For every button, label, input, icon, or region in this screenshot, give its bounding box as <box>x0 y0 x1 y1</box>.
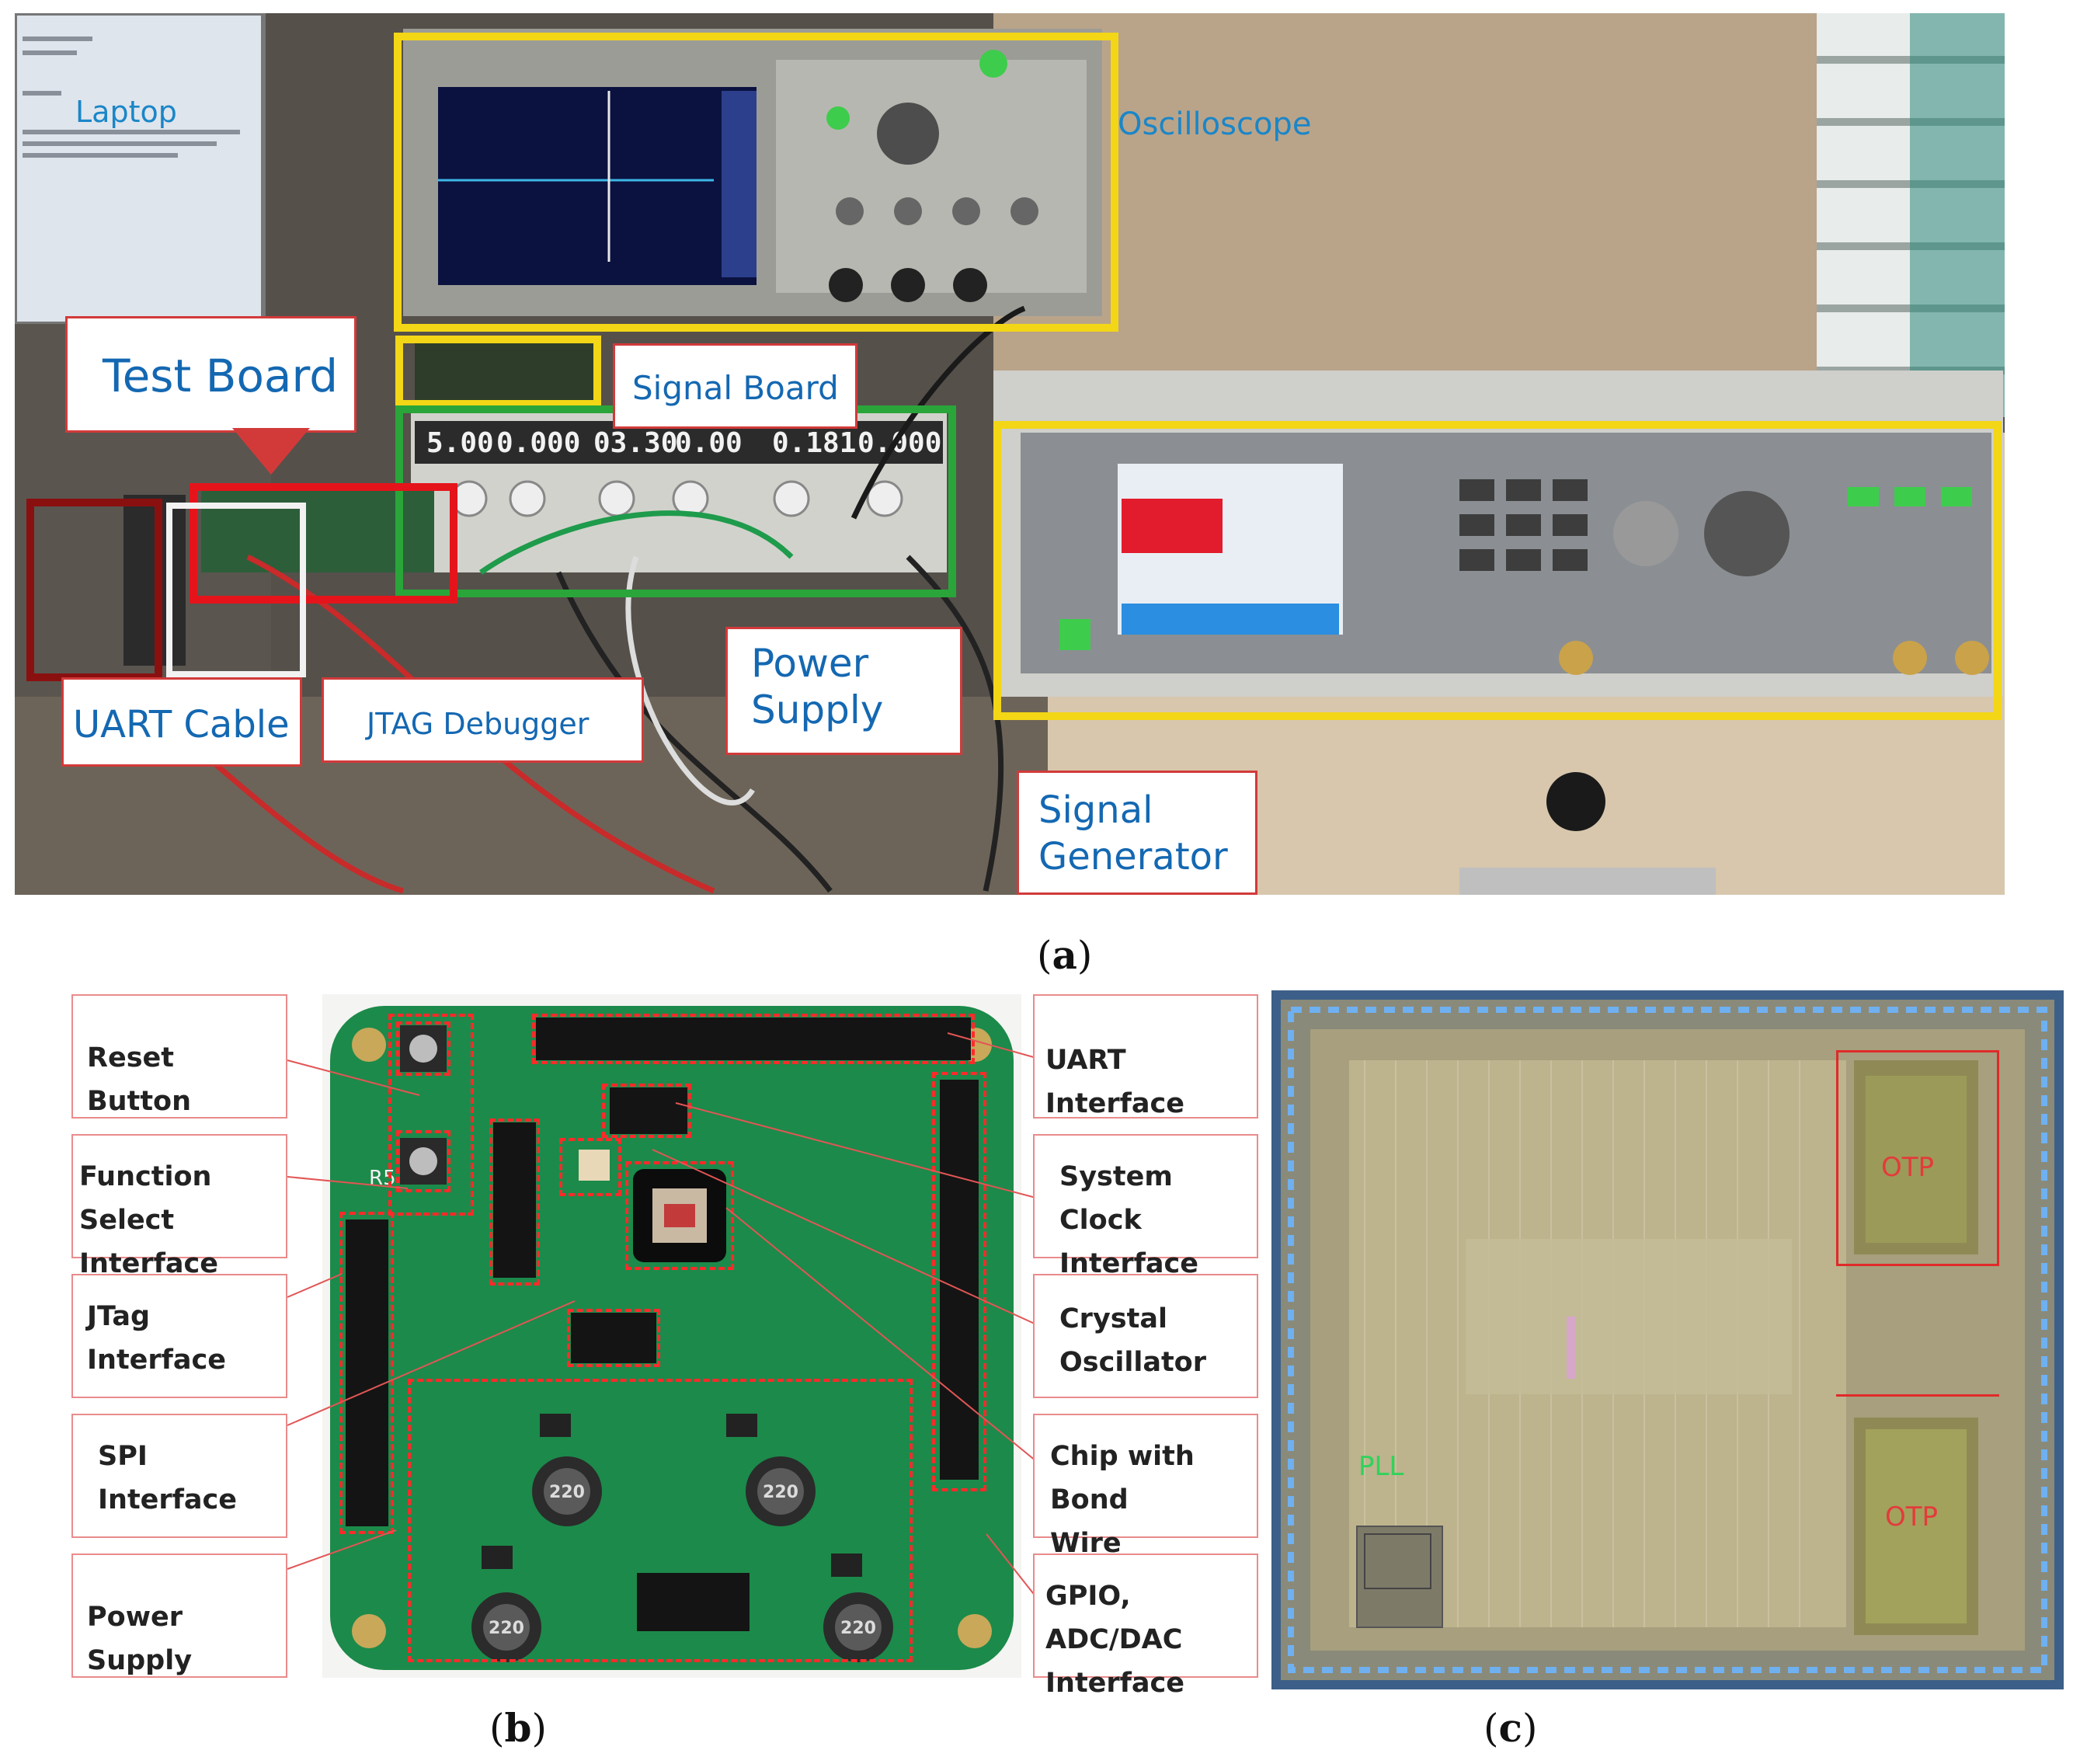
pcb-board: 220 220 220 220 R5 <box>322 994 1021 1678</box>
oscilloscope-highlight <box>394 33 1118 332</box>
label-jtag-line2: Interface <box>87 1345 226 1376</box>
caption-b-letter: b <box>504 1705 532 1751</box>
otp-top-label: OTP <box>1881 1152 1935 1183</box>
label-jtag-line1: JTag <box>87 1301 151 1332</box>
signal-generator-label-line1: Signal <box>1038 788 1153 832</box>
signal-board-highlight <box>395 336 601 408</box>
signal-board-callout: Signal Board <box>613 343 857 429</box>
label-spi-line2: Interface <box>98 1484 237 1515</box>
signal-generator-callout: Signal Generator <box>1017 771 1257 895</box>
label-spi-line1: SPI <box>98 1441 148 1472</box>
label-function-select: Function Select Interface <box>71 1134 287 1279</box>
caption-c: (c) <box>1483 1705 1538 1751</box>
lab-setup-photo: 5.00 0.000 03.30 0.00 0.181 0.000 <box>15 13 2005 895</box>
signal-generator-label-line2: Generator <box>1038 835 1228 879</box>
jtag-debugger-callout: JTAG Debugger <box>322 677 644 763</box>
ps-reading-4: 0.00 <box>675 427 743 459</box>
label-crystal-oscillator-line2: Oscillator <box>1059 1347 1206 1378</box>
uart-cable-label: UART Cable <box>73 703 290 746</box>
caption-c-letter: c <box>1498 1705 1522 1751</box>
label-gpio-adc-dac-line2: Interface <box>1045 1668 1184 1699</box>
power-supply-highlight <box>395 405 956 597</box>
label-spi: SPI Interface <box>71 1414 287 1538</box>
jtag-debugger-label: JTAG Debugger <box>367 707 590 741</box>
label-system-clock-line1: System Clock <box>1059 1161 1173 1236</box>
label-power-supply-line1: Power Supply <box>87 1602 193 1676</box>
uart-cable-callout: UART Cable <box>61 677 302 767</box>
pll-label: PLL <box>1358 1451 1404 1482</box>
label-crystal-oscillator: Crystal Oscillator <box>1033 1274 1258 1398</box>
otp-bottom-label: OTP <box>1885 1501 1939 1533</box>
test-board-pointer <box>232 428 310 475</box>
uart-region <box>532 1014 975 1064</box>
pcb-photo: 220 220 220 220 R5 <box>322 994 1021 1678</box>
chip-die-photo: OTP OTP PLL <box>1271 990 2064 1689</box>
chip-die <box>1271 990 2064 1689</box>
label-gpio-adc-dac: GPIO, ADC/DAC Interface <box>1033 1554 1258 1699</box>
inductor-marking-1: 220 <box>549 1483 585 1502</box>
label-uart-interface-line1: UART Interface <box>1045 1045 1184 1119</box>
label-uart-interface: UART Interface <box>1033 994 1258 1119</box>
label-chip-bond-wire: Chip with Bond Wire <box>1033 1414 1258 1559</box>
caption-a-letter: a <box>1052 932 1077 978</box>
reset-button-region <box>396 1021 450 1076</box>
label-gpio-adc-dac-line1: GPIO, ADC/DAC <box>1045 1581 1183 1655</box>
ps-reading-2: 0.000 <box>496 427 580 459</box>
test-board-callout: Test Board <box>65 316 357 433</box>
label-reset-button-line1: Reset Button <box>87 1042 192 1117</box>
ps-reading-3: 03.30 <box>593 427 677 459</box>
gpio-region <box>932 1072 986 1491</box>
inductor-marking-4: 220 <box>840 1619 876 1638</box>
inductor-marking-2: 220 <box>763 1483 798 1502</box>
caption-b: (b) <box>489 1705 547 1751</box>
label-power-supply: Power Supply <box>71 1554 287 1678</box>
jtag-region <box>339 1212 394 1534</box>
test-board-label: Test Board <box>103 350 339 402</box>
otp-top-box <box>1836 1050 1999 1266</box>
label-chip-bond-wire-line1: Chip with Bond <box>1050 1441 1195 1515</box>
buttons-outer-region <box>388 1014 474 1216</box>
caption-a: (a) <box>1037 932 1093 978</box>
ps-reading-5: 0.181 <box>772 427 856 459</box>
power-supply-label-line1: Power <box>751 641 869 686</box>
power-supply-callout: Power Supply <box>725 627 962 755</box>
otp-bottom-divider <box>1836 1394 1999 1397</box>
uart-cable-highlight <box>26 499 162 681</box>
test-board-highlight <box>190 483 457 604</box>
jtag-debugger-highlight <box>166 503 306 677</box>
system-clock-region <box>489 1119 540 1286</box>
laptop-label: Laptop <box>75 95 177 129</box>
label-function-select-line1: Function Select <box>79 1161 212 1236</box>
ps-reading-1: 5.00 <box>426 427 494 459</box>
power-supply-region <box>408 1379 913 1662</box>
oscilloscope-label: Oscilloscope <box>1118 106 1312 142</box>
inductor-marking-3: 220 <box>489 1619 524 1638</box>
power-supply-label-line2: Supply <box>751 687 884 732</box>
label-system-clock: System Clock Interface <box>1033 1134 1258 1279</box>
label-jtag: JTag Interface <box>71 1274 287 1398</box>
signal-generator-highlight <box>993 421 2002 720</box>
crystal-region <box>559 1138 621 1196</box>
label-crystal-oscillator-line1: Crystal <box>1059 1303 1167 1334</box>
function-select-region <box>396 1130 450 1192</box>
signal-board-label: Signal Board <box>632 369 839 407</box>
label-reset-button: Reset Button <box>71 994 287 1119</box>
top-header-region <box>602 1084 691 1138</box>
spi-region <box>567 1309 660 1367</box>
